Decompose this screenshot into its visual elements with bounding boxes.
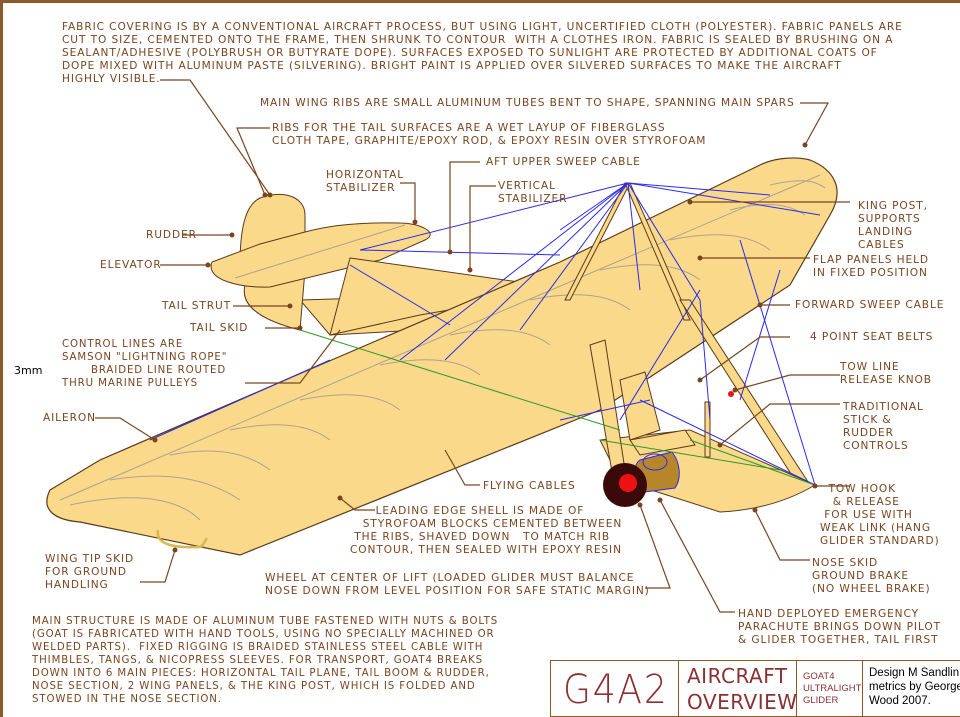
label-aft-upper-sweep-cable: AFT UPPER SWEEP CABLE [486,156,641,168]
label-seat-belts: 4 POINT SEAT BELTS [810,331,934,343]
control-stick [704,401,711,458]
label-tow-hook: TOW HOOK & RELEASE FOR USE WITH WEAK LIN… [820,483,940,547]
note-main-structure: MAIN STRUCTURE IS MADE OF ALUMINUM TUBE … [32,616,499,705]
note-tail-ribs: RIBS FOR THE TAIL SURFACES ARE A WET LAY… [272,122,707,147]
label-king-post: KING POST, SUPPORTS LANDING CABLES [858,200,928,251]
label-horizontal-stabilizer: HORIZONTAL STABILIZER [326,169,405,194]
seat-back [619,371,661,441]
label-rudder: RUDDER [146,229,197,241]
label-elevator: ELEVATOR [100,259,162,271]
label-tail-strut: TAIL STRUT [162,300,232,312]
label-3mm: 3mm [14,364,43,377]
label-flying-cables: FLYING CABLES [483,480,576,492]
note-control-lines: CONTROL LINES ARE SAMSON "LIGHTNING ROPE… [62,339,228,389]
wing-tip-skid [156,529,208,549]
credit-cell: Design M Sandlin metrics by George Wood … [862,661,960,716]
note-fabric-covering: FABRIC COVERING IS BY A CONVENTIONAL AIR… [62,21,903,85]
seat [629,429,696,456]
horizontal-stabilizer-shape [210,222,431,288]
drawing-number-cell: G4A2 [550,661,678,716]
label-aileron: AILERON [43,412,96,424]
note-leading-edge: LEADING EDGE SHELL IS MADE OF STYROFOAM … [350,505,623,556]
project-cell: GOAT4 ULTRALIGHT GLIDER [796,661,862,716]
label-tow-release-knob: TOW LINE RELEASE KNOB [840,361,932,386]
wheel-hub [619,474,637,492]
main-wing [46,157,838,556]
label-stick-rudder: TRADITIONAL STICK & RUDDER CONTROLS [843,401,924,452]
title-cell: AIRCRAFT OVERVIEW [678,661,798,716]
leader-lines [95,79,850,613]
note-parachute: HAND DEPLOYED EMERGENCY PARACHUTE BRINGS… [738,608,941,646]
control-lines [299,329,813,485]
project-name: GOAT4 ULTRALIGHT GLIDER [803,671,862,706]
label-flap-panels: FLAP PANELS HELD IN FIXED POSITION [813,254,929,279]
note-wheel: WHEEL AT CENTER OF LIFT (LOADED GLIDER M… [265,572,650,597]
label-vertical-stabilizer: VERTICAL STABILIZER [498,180,568,205]
flying-cables [149,182,821,486]
leader-arrowheads [152,142,818,553]
label-forward-sweep-cable: FORWARD SWEEP CABLE [795,299,945,311]
label-wing-tip-skid: WING TIP SKID FOR GROUND HANDLING [45,553,135,591]
drawing-number: G4A2 [563,667,669,713]
tow-release-knob [728,391,734,397]
label-nose-skid: NOSE SKID GROUND BRAKE (NO WHEEL BRAKE) [812,557,931,595]
title-block: G4A2 AIRCRAFT OVERVIEW GOAT4 ULTRALIGHT … [550,660,960,717]
label-tail-skid: TAIL SKID [190,322,249,334]
drawing-title: AIRCRAFT OVERVIEW [687,664,798,714]
note-main-wing-ribs: MAIN WING RIBS ARE SMALL ALUMINUM TUBES … [260,97,795,109]
design-credit: Design M Sandlin metrics by George Wood … [869,667,960,707]
